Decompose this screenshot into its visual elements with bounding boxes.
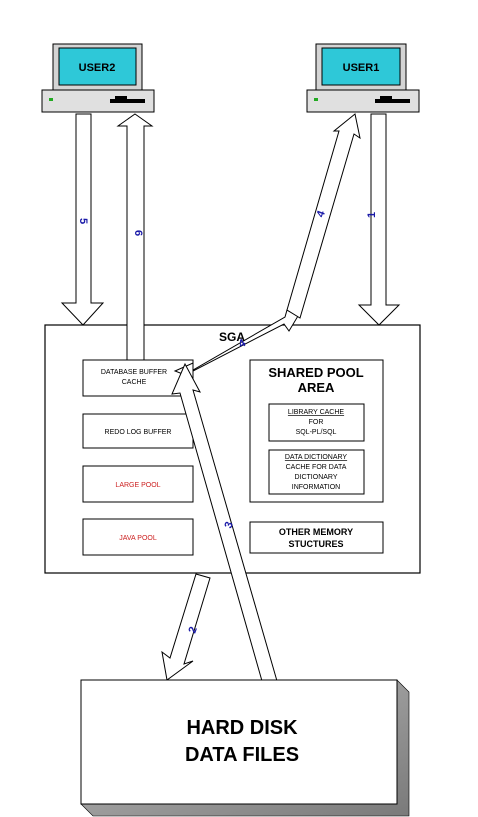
user1-label: USER1 xyxy=(343,62,380,74)
shared-pool-title-line2: AREA xyxy=(298,380,335,395)
sga-title: SGA xyxy=(219,330,245,344)
arrow-2 xyxy=(161,573,211,681)
arrow-3-label: 3 xyxy=(223,520,236,530)
other-memory-line2: STUCTURES xyxy=(288,539,343,549)
arrow-6-label: 6 xyxy=(132,230,144,236)
arrows-layer xyxy=(60,113,401,682)
java-pool-label: JAVA POOL xyxy=(119,535,157,542)
large-pool-label: LARGE POOL xyxy=(115,482,160,489)
library-cache-line1: LIBRARY CACHE xyxy=(288,409,344,416)
user2-drive-slot xyxy=(110,99,145,103)
other-memory-structures-box xyxy=(249,521,384,554)
data-dictionary-line3: DICTIONARY xyxy=(294,474,337,481)
redo-log-buffer-label: REDO LOG BUFFER xyxy=(105,429,172,436)
user1-power-led xyxy=(314,98,318,101)
hard-disk-line1: HARD DISK xyxy=(186,717,298,739)
user1-drive-slot xyxy=(375,99,410,103)
user2-system-unit xyxy=(41,89,155,113)
arrow-4-shaft xyxy=(286,113,361,319)
hard-disk-line2: DATA FILES xyxy=(185,744,299,766)
arrow-1 xyxy=(357,113,401,326)
arrow-3 xyxy=(171,362,278,682)
arrow-4-upper-label: 4 xyxy=(315,208,329,219)
hard-disk-box xyxy=(80,679,398,805)
library-cache-line2: FOR xyxy=(309,419,324,426)
data-dictionary-line2: CACHE FOR DATA xyxy=(286,464,347,471)
arrow-5-label: 5 xyxy=(77,218,89,224)
library-cache-line3: SQL-PL/SQL xyxy=(296,429,337,436)
user2-label: USER2 xyxy=(79,62,116,74)
user2-monitor-screen xyxy=(58,47,137,86)
hard-disk: HARD DISK DATA FILES xyxy=(80,679,410,817)
user2-power-led xyxy=(49,98,53,101)
user2-computer: USER2 xyxy=(41,43,155,113)
data-dictionary-line1: DATA DICTIONARY xyxy=(285,454,348,461)
data-dictionary-cache-box xyxy=(268,449,365,495)
library-cache-box xyxy=(268,403,365,442)
user1-computer: USER1 xyxy=(306,43,420,113)
other-memory-line1: OTHER MEMORY xyxy=(279,527,353,537)
database-buffer-cache-line2: CACHE xyxy=(122,379,147,386)
arrow-2-label: 2 xyxy=(187,625,200,635)
arrow-1-label: 1 xyxy=(366,212,378,218)
java-pool-box xyxy=(82,518,194,556)
user1-system-unit xyxy=(306,89,420,113)
database-buffer-cache-line1: DATABASE BUFFER xyxy=(101,369,167,376)
data-dictionary-line4: INFORMATION xyxy=(292,484,340,491)
large-pool-box xyxy=(82,465,194,503)
shared-pool-title-line1: SHARED POOL xyxy=(268,365,363,380)
arrow-5 xyxy=(60,113,105,326)
arrow-6 xyxy=(116,113,154,361)
redo-log-buffer-box xyxy=(82,413,194,449)
user1-monitor-screen xyxy=(321,47,401,86)
